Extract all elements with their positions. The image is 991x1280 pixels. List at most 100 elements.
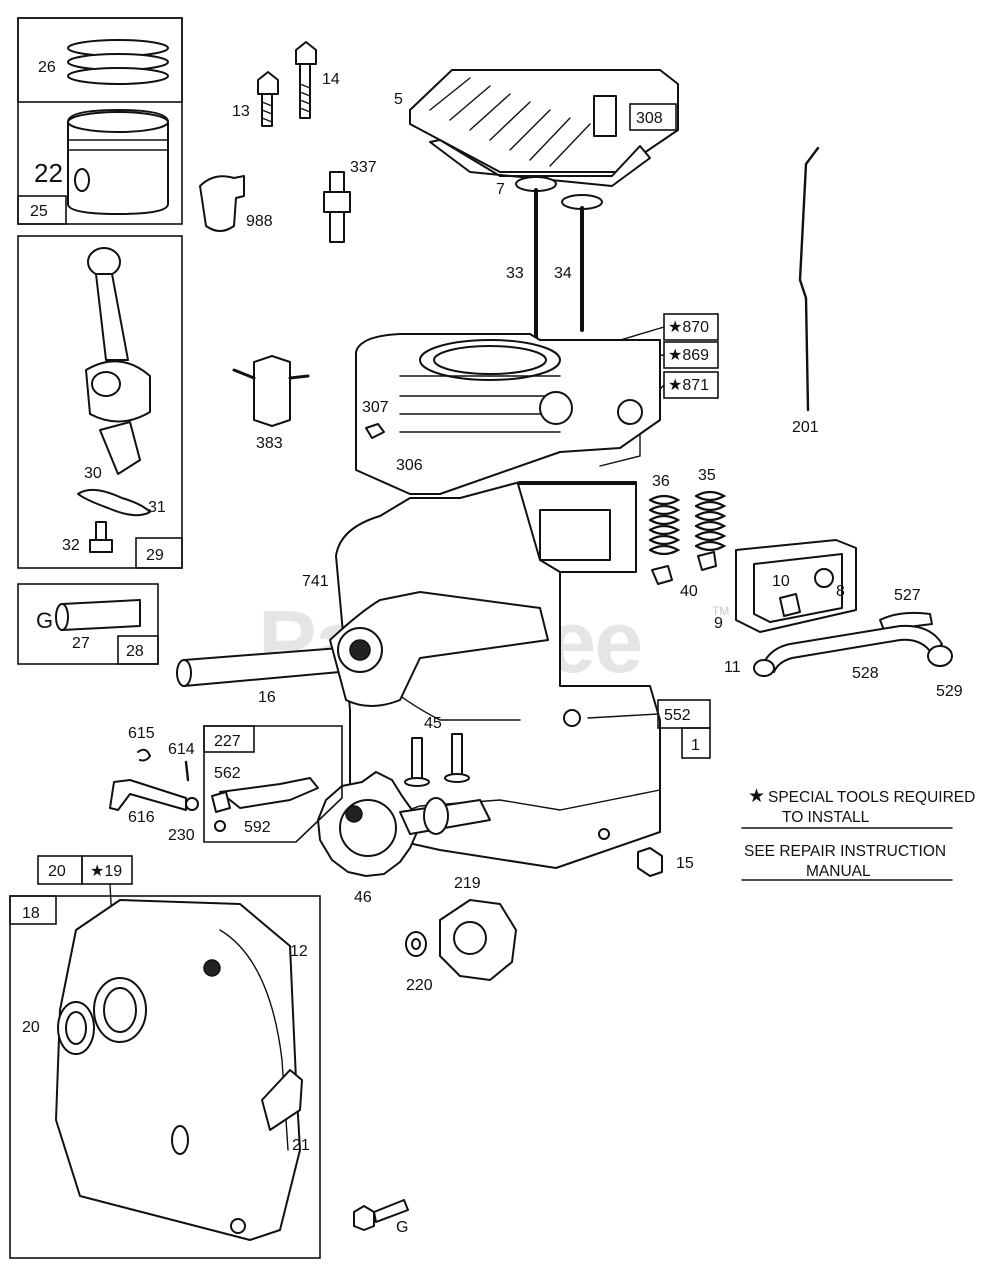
bolt-thread <box>261 101 273 123</box>
bolt-13[interactable]: 13 <box>232 71 279 127</box>
note-special-tools: SPECIAL TOOLS REQUIRED <box>768 789 975 806</box>
connecting-rod-group[interactable]: 30 31 32 29 <box>17 235 183 569</box>
spark-plug-337[interactable]: 337 <box>323 159 377 243</box>
callout-5: 5 <box>394 91 403 108</box>
leader-552 <box>587 713 659 719</box>
crankshaft[interactable]: 741 16 <box>176 573 549 707</box>
group-box-29 <box>17 235 183 569</box>
callout-552: 552 <box>664 707 691 724</box>
rod-bolt <box>95 521 107 541</box>
piston-ring-3 <box>67 67 169 85</box>
clip-body <box>879 611 933 631</box>
callout-13: 13 <box>232 103 250 120</box>
crankcase-cover-group[interactable]: 18 20 ★19 12 20 21 <box>9 855 321 1259</box>
wrist-pin-hole <box>74 168 90 192</box>
valve-33[interactable]: 33 <box>506 176 557 352</box>
pin-614 <box>184 760 190 782</box>
callout-529: 529 <box>936 683 963 700</box>
intake-port <box>617 399 643 425</box>
bolt-shank <box>373 1199 409 1223</box>
callout-g-pin: G <box>36 608 53 633</box>
spring-coils <box>648 494 681 556</box>
governor-lever <box>219 777 319 809</box>
breather-tube[interactable]: 11 528 529 <box>724 624 963 700</box>
valve-spring-35[interactable]: 35 <box>694 467 727 552</box>
breather-assembly[interactable]: 10 8 9 <box>714 539 857 633</box>
washer-220[interactable]: 220 <box>405 931 433 994</box>
head-boss <box>593 95 617 137</box>
tappets-45[interactable]: 45 <box>404 715 470 787</box>
label-box-19 <box>81 855 133 885</box>
callout-33: 33 <box>506 265 524 282</box>
callout-30: 30 <box>84 465 102 482</box>
callout-36: 36 <box>652 473 670 490</box>
rod-bore <box>91 371 121 397</box>
callout-45: 45 <box>424 715 442 732</box>
bolt-14[interactable]: 14 <box>295 41 340 119</box>
rod-cap <box>99 421 141 475</box>
piston-group[interactable]: 26 25 22 <box>17 17 183 225</box>
tool-pin-left <box>232 368 256 380</box>
cover-port <box>171 1125 189 1155</box>
clip-527[interactable]: 527 <box>879 587 933 631</box>
bolt-22[interactable]: G <box>353 1199 409 1236</box>
callout-14: 14 <box>322 71 340 88</box>
cylinder-head[interactable]: 308 5 7 <box>394 69 679 198</box>
breather-hole <box>814 568 834 588</box>
valve-spring-36[interactable]: 36 <box>648 473 681 556</box>
oil-slinger-219[interactable]: 219 <box>439 875 517 981</box>
group-box-28 <box>17 583 159 665</box>
link-201[interactable]: 201 <box>792 146 820 436</box>
governor-group[interactable]: 227 562 592 <box>203 725 343 843</box>
callout-28: 28 <box>126 643 144 660</box>
part-988[interactable]: 988 <box>199 175 273 232</box>
governor-shaft-616 <box>109 779 187 811</box>
valve-34[interactable]: 34 <box>554 194 603 332</box>
tappet-2-foot <box>444 773 470 783</box>
exhaust-port <box>539 391 573 425</box>
block-labels[interactable]: 552 1 <box>587 699 711 759</box>
note-star: ★ <box>748 786 765 807</box>
camshaft-46[interactable]: 46 <box>317 771 491 906</box>
wrist-pin-group[interactable]: G 27 28 <box>17 583 159 665</box>
callout-12: 12 <box>290 943 308 960</box>
callout-592: 592 <box>244 819 271 836</box>
part-383[interactable]: 383 <box>232 355 310 452</box>
note-manual: MANUAL <box>806 863 871 880</box>
drain-plug <box>637 847 663 877</box>
callout-562: 562 <box>214 765 241 782</box>
governor-shaft-parts[interactable]: 615 614 616 230 <box>109 725 199 844</box>
retainers-40[interactable]: 40 <box>651 551 717 600</box>
e-ring-615 <box>137 748 152 762</box>
callout-871: ★871 <box>668 377 709 394</box>
cylinder-fins <box>399 375 561 433</box>
label-box-1 <box>681 727 711 759</box>
callout-11: 11 <box>724 659 741 676</box>
callout-308: 308 <box>636 110 663 127</box>
plug-15[interactable]: 15 <box>637 847 694 877</box>
note-to-install: TO INSTALL <box>782 809 870 826</box>
callout-7: 7 <box>496 181 505 198</box>
rod-beam <box>95 273 129 361</box>
callout-26: 26 <box>38 59 56 76</box>
callout-46: 46 <box>354 889 372 906</box>
rod-small-end <box>87 247 121 277</box>
callout-1: 1 <box>691 737 700 754</box>
cooling-fins <box>429 77 591 167</box>
label-box-308 <box>629 103 677 131</box>
fill-tube-21 <box>261 1069 303 1131</box>
plug-tip <box>329 171 345 193</box>
washer-230 <box>185 797 199 811</box>
bolt-shank <box>299 63 311 119</box>
breather-screw <box>779 593 801 617</box>
washer-inner <box>411 938 421 950</box>
callout-227: 227 <box>214 733 241 750</box>
screw-307 <box>365 423 385 439</box>
callout-21: 21 <box>292 1137 310 1154</box>
callout-34: 34 <box>554 265 572 282</box>
callout-19: ★19 <box>90 863 122 880</box>
cam-lobe <box>423 797 449 835</box>
callout-337: 337 <box>350 159 377 176</box>
oil-seal-inner <box>65 1011 87 1045</box>
